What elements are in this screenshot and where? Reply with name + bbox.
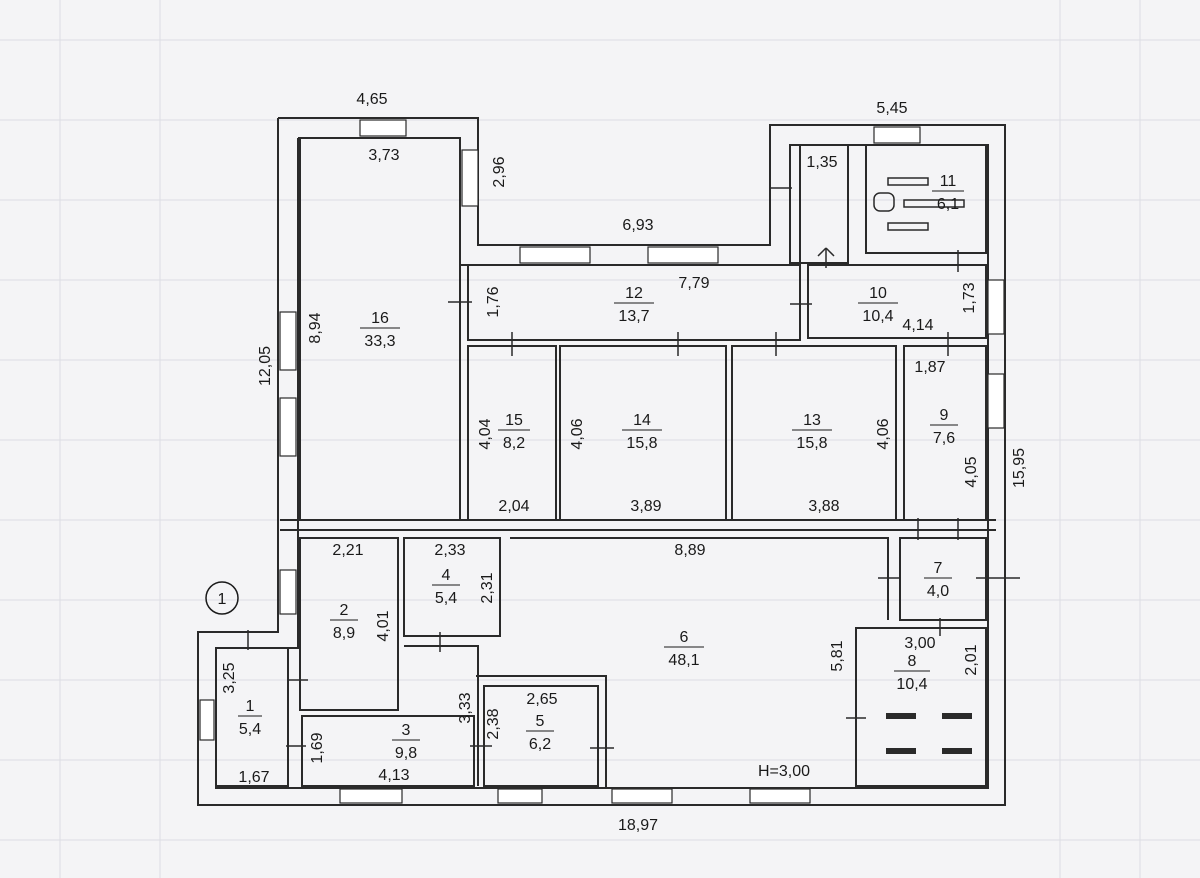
dimension-label: 3,00: [904, 635, 935, 652]
dimension-label: 3,89: [630, 498, 661, 515]
room-7-label: 74,0: [924, 560, 952, 600]
svg-text:4,0: 4,0: [927, 583, 949, 600]
svg-text:5: 5: [536, 713, 545, 730]
door-marks: [247, 187, 1020, 749]
dimension-label: 4,01: [375, 610, 392, 641]
svg-text:5,4: 5,4: [435, 590, 457, 607]
svg-text:6,1: 6,1: [937, 196, 959, 213]
svg-text:7: 7: [934, 560, 943, 577]
svg-text:10: 10: [869, 285, 887, 302]
svg-text:4: 4: [442, 567, 451, 584]
dimension-label: 4,65: [356, 91, 387, 108]
room-10-label: 10 10,4: [858, 285, 898, 325]
svg-text:1: 1: [246, 698, 255, 715]
room-3-label: 39,8: [392, 722, 420, 762]
dimension-label: 1,73: [961, 282, 978, 313]
svg-text:15,8: 15,8: [626, 435, 657, 452]
svg-text:11: 11: [940, 173, 957, 190]
dimension-label: 2,01: [963, 644, 980, 675]
room-4-label: 45,4: [432, 567, 460, 607]
dimension-label: 5,81: [829, 640, 846, 671]
svg-text:7,6: 7,6: [933, 430, 955, 447]
svg-text:13: 13: [803, 412, 821, 429]
svg-text:14: 14: [633, 412, 651, 429]
dimension-label: 1,87: [914, 359, 945, 376]
fixtures: [873, 177, 972, 754]
dimension-label: 5,45: [876, 100, 907, 117]
room-14-label: 14 15,8: [622, 412, 662, 452]
svg-text:10,4: 10,4: [896, 676, 927, 693]
dimension-label: 1,35: [806, 154, 837, 171]
dimension-label: 15,95: [1011, 448, 1028, 488]
dimension-label: 4,04: [477, 418, 494, 449]
room-16-label: 16 33,3: [360, 310, 400, 350]
dimension-label: 3,33: [457, 692, 474, 723]
svg-text:10,4: 10,4: [862, 308, 893, 325]
svg-text:8,2: 8,2: [503, 435, 525, 452]
dimension-label: 2,21: [332, 542, 363, 559]
svg-text:3: 3: [402, 722, 411, 739]
room-13-label: 13 15,8: [792, 412, 832, 452]
svg-text:16: 16: [371, 310, 389, 327]
dimension-label: 18,97: [618, 817, 658, 834]
dimension-label: 2,96: [491, 156, 508, 187]
svg-text:9: 9: [940, 407, 949, 424]
svg-text:2: 2: [340, 602, 349, 619]
dimension-label: 3,25: [221, 662, 238, 693]
dimension-label: 2,31: [479, 572, 496, 603]
dimension-label: 4,06: [875, 418, 892, 449]
svg-text:12: 12: [625, 285, 643, 302]
dimension-label: 6,93: [622, 217, 653, 234]
room-6-label: 648,1: [664, 629, 704, 669]
svg-text:6,2: 6,2: [529, 736, 551, 753]
room-2-label: 28,9: [330, 602, 358, 642]
svg-text:9,8: 9,8: [395, 745, 417, 762]
dimension-label: 8,94: [307, 312, 324, 343]
dimension-labels: 4,65 3,73 2,96 5,45 1,35 6,93 7,79 1,76 …: [221, 91, 1028, 834]
dimension-label: 2,38: [485, 708, 502, 739]
dimension-label: 12,05: [257, 346, 274, 386]
room-labels: 15,4 28,9 39,8 45,4 56,2 648,1 74,0 810,…: [238, 173, 964, 762]
windows: [199, 119, 1005, 804]
outer-walls: [197, 117, 1006, 806]
dimension-label: 4,14: [902, 317, 933, 334]
room-9-label: 97,6: [930, 407, 958, 447]
dimension-label: 4,06: [569, 418, 586, 449]
svg-text:33,3: 33,3: [364, 333, 395, 350]
svg-text:1: 1: [218, 591, 227, 608]
svg-text:13,7: 13,7: [618, 308, 649, 325]
room-11-label: 116,1: [932, 173, 964, 213]
svg-text:6: 6: [680, 629, 689, 646]
dimension-label: 2,04: [498, 498, 529, 515]
dimension-label: 1,69: [309, 732, 326, 763]
dimension-label: 3,88: [808, 498, 839, 515]
room-12-label: 12 13,7: [614, 285, 654, 325]
room-8-label: 810,4: [894, 653, 930, 693]
section-marker: 1: [205, 581, 239, 615]
dimension-label: 1,67: [238, 769, 269, 786]
svg-text:15: 15: [505, 412, 523, 429]
ceiling-height-note: H=3,00: [758, 763, 810, 780]
svg-text:5,4: 5,4: [239, 721, 261, 738]
room-15-label: 158,2: [498, 412, 530, 452]
svg-text:15,8: 15,8: [796, 435, 827, 452]
dimension-label: 7,79: [678, 275, 709, 292]
room-1-label: 15,4: [238, 698, 262, 738]
svg-text:48,1: 48,1: [668, 652, 699, 669]
dimension-label: 8,89: [674, 542, 705, 559]
dimension-label: 2,65: [526, 691, 557, 708]
interior-walls: [215, 137, 996, 788]
dimension-label: 3,73: [368, 147, 399, 164]
dimension-label: 1,76: [485, 286, 502, 317]
dimension-label: 4,13: [378, 767, 409, 784]
dimension-label: 2,33: [434, 542, 465, 559]
svg-text:8,9: 8,9: [333, 625, 355, 642]
svg-text:8: 8: [908, 653, 917, 670]
room-5-label: 56,2: [526, 713, 554, 753]
dimension-label: 4,05: [963, 456, 980, 487]
